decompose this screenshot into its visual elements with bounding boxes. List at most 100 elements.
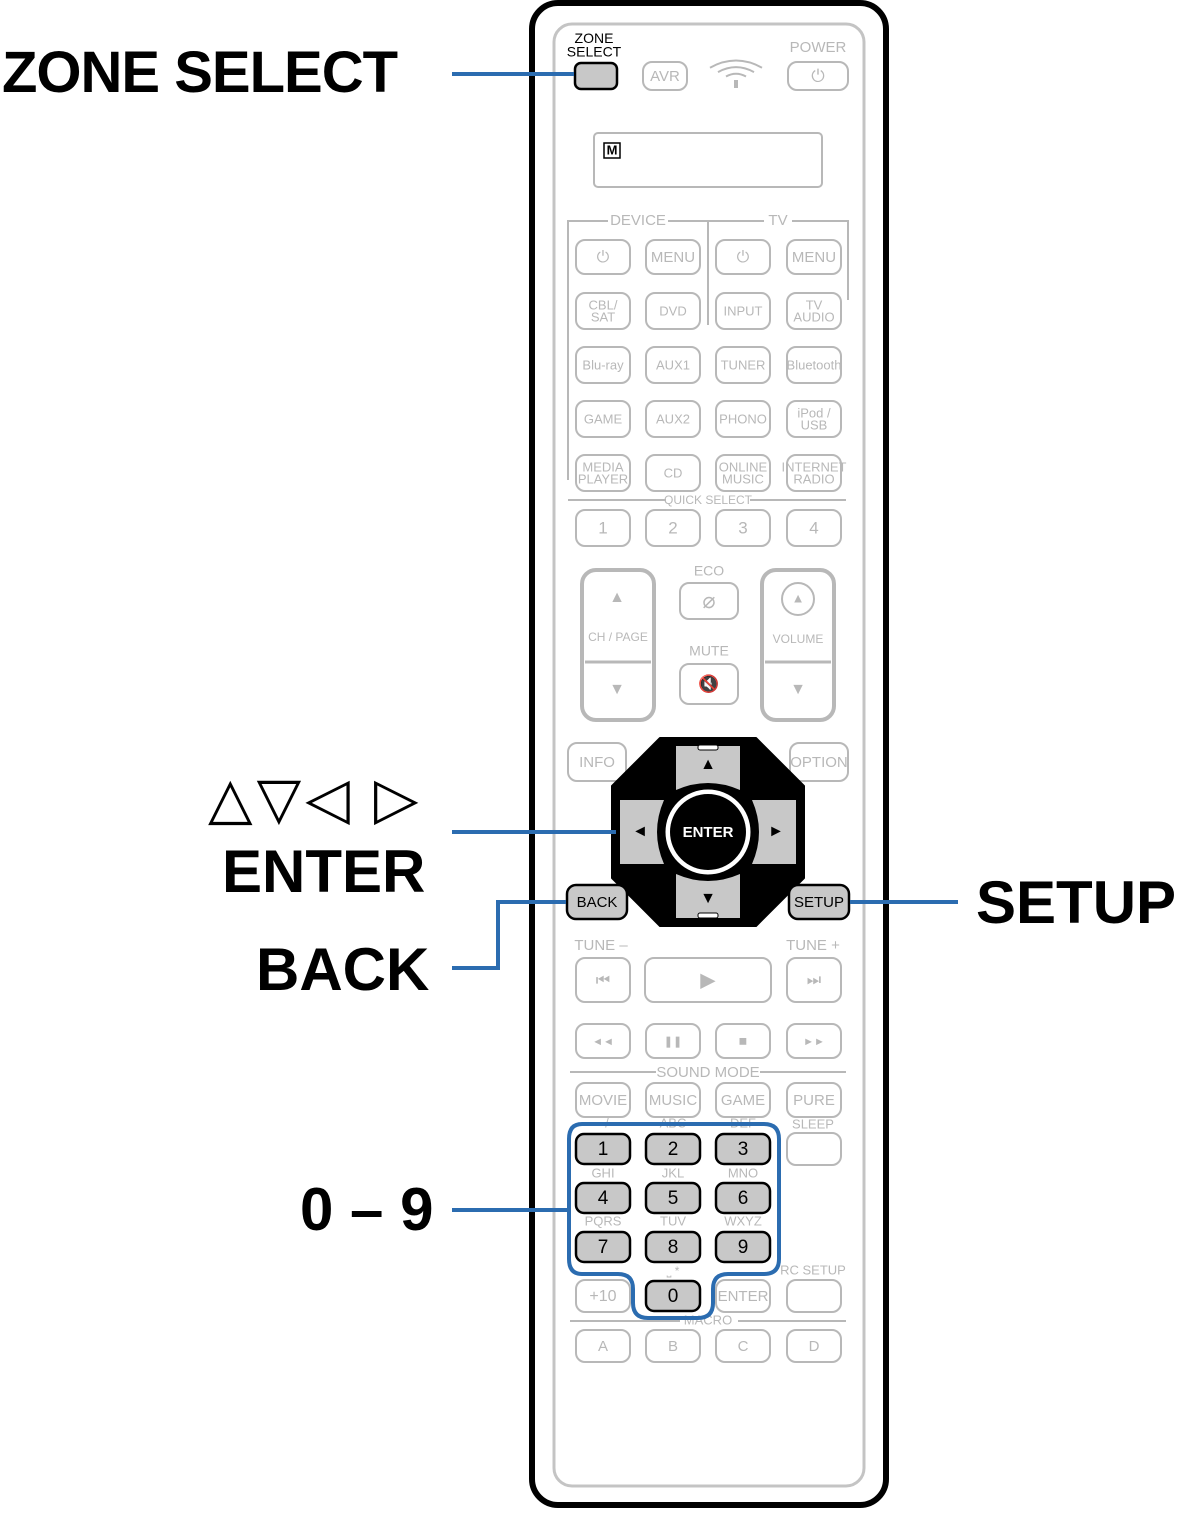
enter2-button[interactable]: ENTER bbox=[715, 1279, 771, 1313]
info-button[interactable]: INFO bbox=[567, 742, 627, 782]
dpad: ▲▼◄►ENTER bbox=[611, 737, 805, 927]
source-button-label: Bluetooth bbox=[787, 357, 842, 372]
mute-button[interactable]: 🔇 bbox=[679, 663, 739, 705]
eco-button[interactable]: ⌀ bbox=[679, 582, 739, 620]
zone-select-button[interactable] bbox=[573, 61, 619, 91]
tune-minus-label: TUNE – bbox=[574, 937, 628, 954]
macro-button[interactable]: B bbox=[645, 1329, 701, 1363]
source-button[interactable]: GAME bbox=[575, 400, 631, 438]
volume-rocker: ▲VOLUME▼ bbox=[760, 568, 836, 722]
digit-button[interactable]: 7 bbox=[574, 1230, 632, 1264]
device-menu-button[interactable]: MENU bbox=[645, 239, 701, 275]
skip-back-button[interactable]: ⏮ bbox=[575, 957, 631, 1003]
left-arrow-icon: ◄ bbox=[632, 823, 648, 840]
digit-button-shape bbox=[644, 1181, 702, 1215]
digit-button[interactable]: 2 bbox=[644, 1132, 702, 1166]
digit-button[interactable]: 9 bbox=[714, 1230, 772, 1264]
enter2-button-shape bbox=[715, 1279, 771, 1313]
source-button[interactable]: DVD bbox=[645, 292, 701, 330]
power-button[interactable]: ⏻ bbox=[787, 61, 849, 91]
rewind-button-shape bbox=[575, 1023, 631, 1059]
source-button[interactable]: CBL/SAT bbox=[575, 292, 631, 330]
digit-button[interactable]: 4 bbox=[574, 1181, 632, 1215]
quick-select-button[interactable]: 1 bbox=[575, 509, 631, 547]
source-button-label: Blu-ray bbox=[582, 357, 624, 372]
digit-zero-button[interactable]: 0 bbox=[644, 1279, 702, 1313]
source-button[interactable]: CD bbox=[645, 454, 701, 492]
avr-button[interactable]: AVR bbox=[642, 61, 688, 91]
zone-select-label-line: ZONE bbox=[575, 30, 614, 46]
tv-menu-button[interactable]: MENU bbox=[786, 239, 842, 275]
digit-button-label: 4 bbox=[598, 1188, 609, 1209]
source-button-shape bbox=[645, 292, 701, 330]
digit-button[interactable]: 8 bbox=[644, 1230, 702, 1264]
macro-button[interactable]: A bbox=[575, 1329, 631, 1363]
digit-button[interactable]: 6 bbox=[714, 1181, 772, 1215]
pause-button[interactable]: ❚❚ bbox=[645, 1023, 701, 1059]
source-button[interactable]: AUX2 bbox=[645, 400, 701, 438]
source-button-label-line: USB bbox=[801, 418, 828, 433]
source-button-label-line: ONLINE bbox=[719, 459, 768, 474]
mute-button-shape bbox=[679, 663, 739, 705]
quick-select-button[interactable]: 4 bbox=[786, 509, 842, 547]
eco-button-shape bbox=[679, 582, 739, 620]
source-button[interactable]: TUNER bbox=[715, 346, 771, 384]
wifi-arc bbox=[725, 72, 747, 78]
wifi-arc bbox=[709, 59, 763, 69]
fast-forward-button-label: ►► bbox=[803, 1036, 825, 1048]
source-button[interactable]: PHONO bbox=[715, 400, 771, 438]
rc-setup-button[interactable] bbox=[786, 1279, 842, 1313]
option-button[interactable]: OPTION bbox=[789, 742, 849, 782]
source-button[interactable]: AUX1 bbox=[645, 346, 701, 384]
plus10-button[interactable]: +10 bbox=[575, 1279, 631, 1313]
play-button[interactable]: ▶ bbox=[644, 957, 772, 1003]
skip-forward-button-label: ⏭ bbox=[807, 972, 821, 989]
quick-select-button-label: 1 bbox=[598, 518, 607, 537]
setup-button[interactable]: SETUP bbox=[787, 883, 851, 921]
sound-mode-button[interactable]: MUSIC bbox=[645, 1082, 701, 1118]
digit-button-shape bbox=[574, 1181, 632, 1215]
enter-button bbox=[670, 794, 746, 870]
digit-button-shape bbox=[574, 1132, 632, 1166]
source-button[interactable]: Bluetooth bbox=[786, 346, 842, 384]
source-button-label: PHONO bbox=[719, 411, 767, 426]
stop-button[interactable]: ■ bbox=[715, 1023, 771, 1059]
macro-button[interactable]: C bbox=[715, 1329, 771, 1363]
wifi-arc bbox=[717, 66, 755, 73]
sound-mode-button-shape bbox=[786, 1082, 842, 1118]
tv-power-button[interactable]: ⏻ bbox=[715, 239, 771, 275]
digit-button[interactable]: 3 bbox=[714, 1132, 772, 1166]
sound-mode-button[interactable]: PURE bbox=[786, 1082, 842, 1118]
sound-mode-button[interactable]: MOVIE bbox=[575, 1082, 631, 1118]
device-power-button[interactable]: ⏻ bbox=[575, 239, 631, 275]
option-button-label: OPTION bbox=[790, 754, 848, 771]
source-button[interactable]: Blu-ray bbox=[575, 346, 631, 384]
tv-menu-button-shape bbox=[786, 239, 842, 275]
quick-select-button[interactable]: 3 bbox=[715, 509, 771, 547]
sleep-button[interactable] bbox=[786, 1132, 842, 1166]
fast-forward-button[interactable]: ►► bbox=[786, 1023, 842, 1059]
rc-setup-label: RC SETUP bbox=[780, 1262, 846, 1277]
source-button-label-line: RADIO bbox=[793, 472, 834, 487]
macro-button-label: C bbox=[738, 1338, 749, 1355]
zone-select-label-line: SELECT bbox=[567, 43, 622, 59]
enter-callout: ENTER bbox=[222, 838, 426, 905]
source-button[interactable]: INPUT bbox=[715, 292, 771, 330]
source-button[interactable]: iPod /USB bbox=[786, 400, 842, 438]
digit-button[interactable]: 1 bbox=[574, 1132, 632, 1166]
power-button-shape bbox=[787, 61, 849, 91]
sound-mode-button[interactable]: GAME bbox=[715, 1082, 771, 1118]
back-button[interactable]: BACK bbox=[565, 883, 629, 921]
macro-button[interactable]: D bbox=[786, 1329, 842, 1363]
quick-select-button[interactable]: 2 bbox=[645, 509, 701, 547]
rewind-button[interactable]: ◄◄ bbox=[575, 1023, 631, 1059]
skip-forward-button[interactable]: ⏭ bbox=[786, 957, 842, 1003]
digit-zero-button-shape bbox=[644, 1279, 702, 1313]
stop-button-label: ■ bbox=[739, 1033, 747, 1049]
digit-button[interactable]: 5 bbox=[644, 1181, 702, 1215]
setup-callout: SETUP bbox=[976, 869, 1177, 936]
